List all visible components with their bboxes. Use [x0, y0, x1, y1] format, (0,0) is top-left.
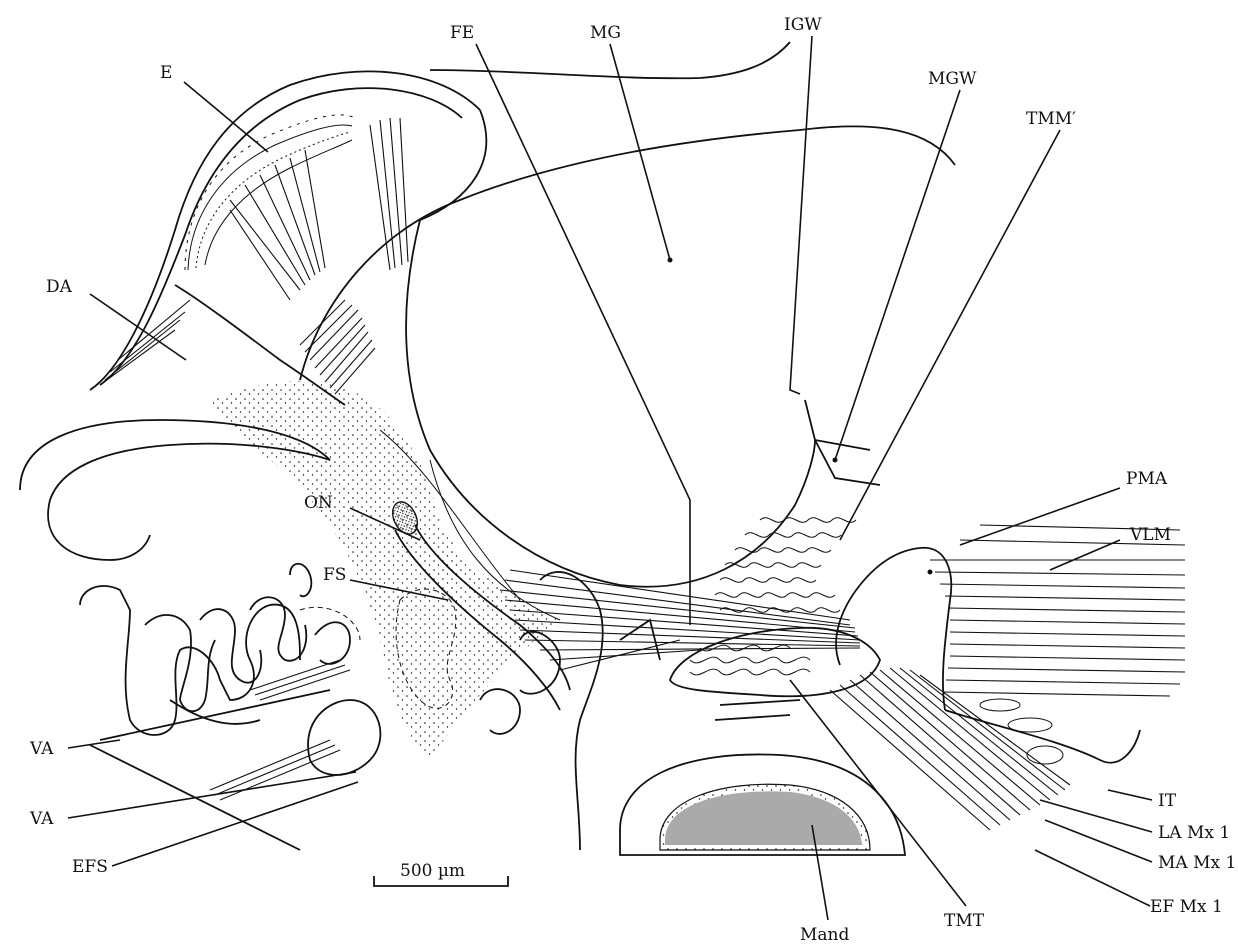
midgut-region — [406, 220, 880, 587]
label-Mand: Mand — [800, 925, 849, 944]
label-VA-lower: VA — [29, 809, 54, 829]
vlm-muscle — [930, 525, 1185, 763]
label-E: E — [160, 63, 172, 83]
label-MA-Mx1: MA Mx 1 — [1158, 853, 1236, 873]
eye-region — [90, 42, 955, 405]
pma-tmt-structure — [670, 548, 951, 710]
scale-bar-label: 500 µm — [400, 861, 465, 881]
label-DA: DA — [46, 277, 73, 297]
leader-lines — [68, 36, 1152, 920]
label-LA-Mx1: LA Mx 1 — [1158, 823, 1230, 843]
label-PMA: PMA — [1126, 469, 1168, 489]
label-TMT: TMT — [944, 911, 985, 931]
label-IGW: IGW — [784, 15, 822, 35]
label-FE: FE — [450, 23, 474, 43]
mandible — [620, 754, 905, 855]
label-TMM: TMM′ — [1026, 109, 1076, 129]
label-EFS: EFS — [72, 857, 108, 877]
label-MGW: MGW — [928, 69, 977, 89]
stippled-tissue — [210, 381, 560, 760]
label-EF-Mx1: EF Mx 1 — [1150, 897, 1223, 917]
label-MG: MG — [590, 23, 621, 43]
label-ON: ON — [304, 493, 333, 513]
label-VA-upper: VA — [29, 739, 54, 759]
label-VLM: VLM — [1129, 525, 1171, 545]
small-clusters — [980, 699, 1063, 764]
tmm-cluster — [715, 518, 856, 613]
label-FS: FS — [323, 565, 346, 585]
scale-bar: 500 µm — [374, 861, 508, 886]
label-IT: IT — [1158, 791, 1177, 811]
